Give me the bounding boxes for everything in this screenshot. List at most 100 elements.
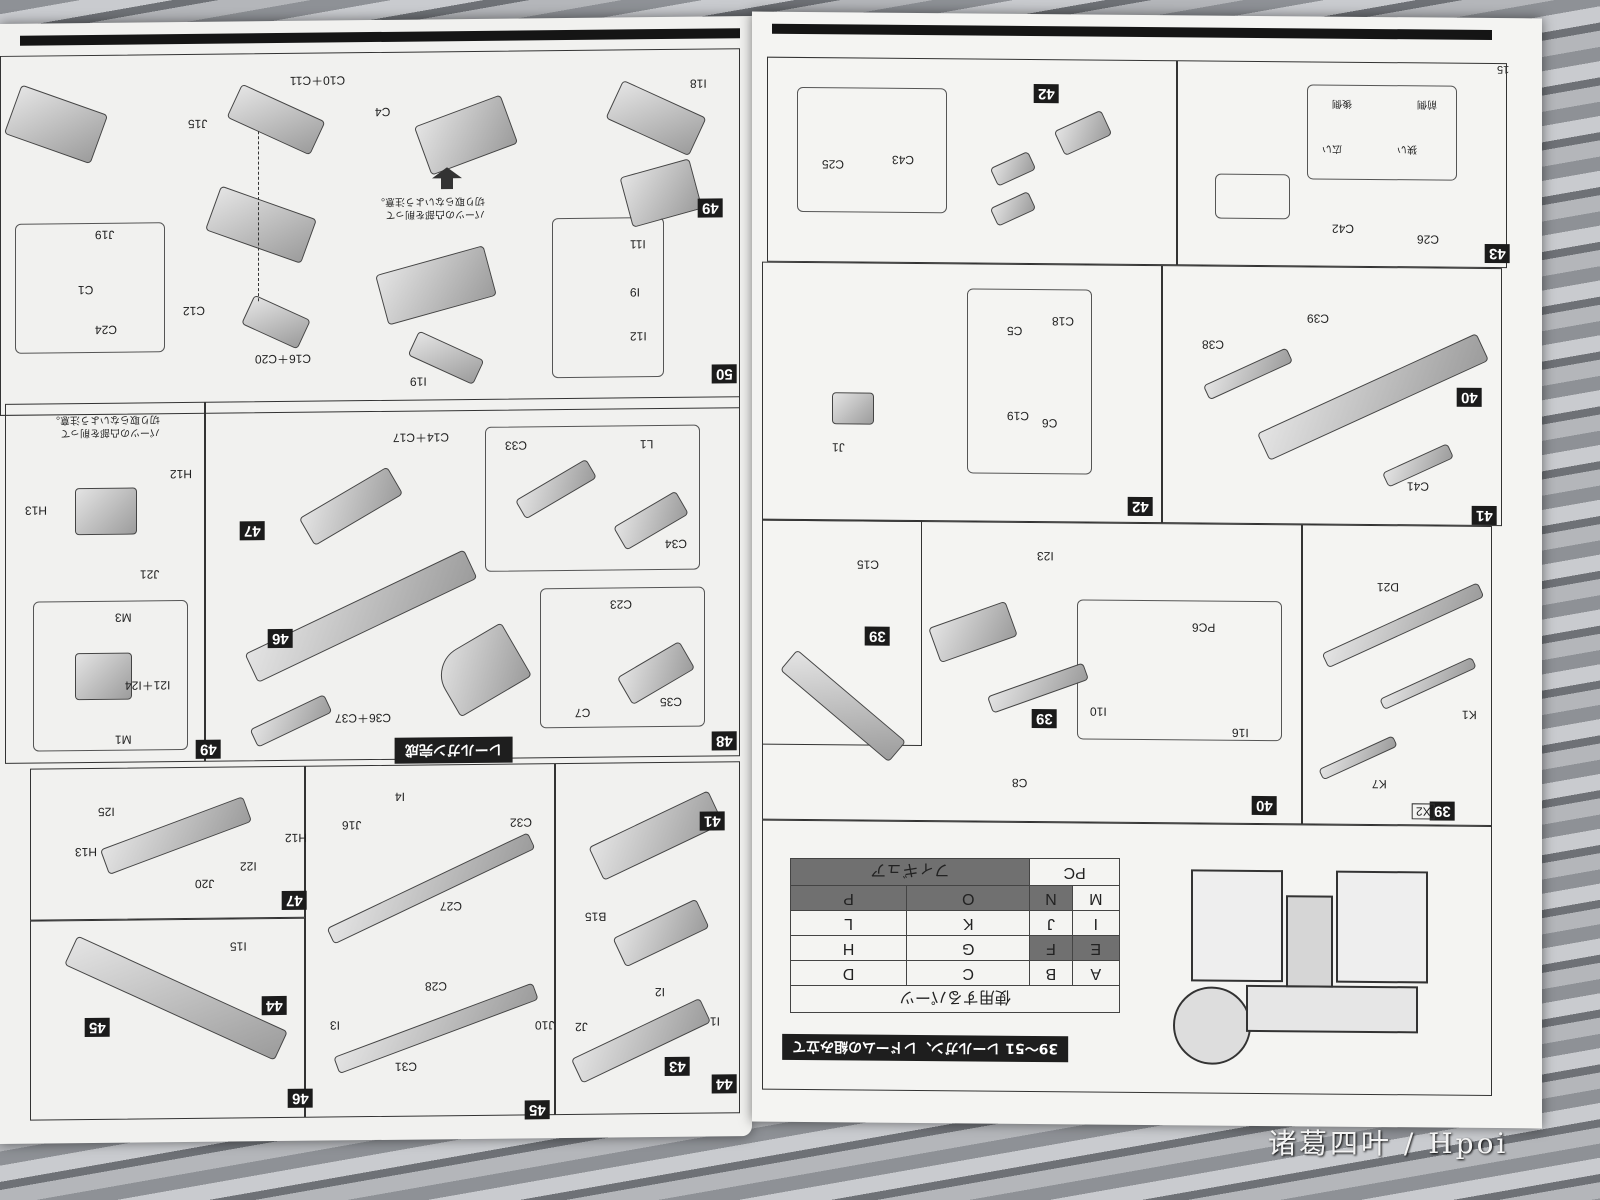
part-label: K7 <box>1372 776 1387 792</box>
parts-cell: H <box>790 935 907 961</box>
step-number: 41 <box>1472 505 1497 526</box>
part-label: C18 <box>1052 314 1075 329</box>
part-label: C1 <box>78 282 94 298</box>
section-title-banner: 39～51 レールガン、レドームの組み立て <box>782 1033 1069 1063</box>
part-label: C42 <box>1332 221 1355 236</box>
part-label: I10 <box>1090 704 1107 719</box>
part-label: L1 <box>640 437 654 452</box>
part-label: I11 <box>630 237 646 252</box>
part-label: J10 <box>535 1018 555 1033</box>
part-label: C10＋C11 <box>290 73 346 88</box>
detail-box <box>1215 173 1290 220</box>
part-label: D21 <box>1377 580 1400 595</box>
part-label: I3 <box>330 1018 341 1033</box>
part-label: I22 <box>240 859 257 874</box>
part-drawing <box>832 392 874 425</box>
parts-cell: フィギュア <box>790 858 1030 886</box>
part-label: C16＋C20 <box>255 351 312 367</box>
parts-cell: D <box>790 960 907 986</box>
parts-cell: A <box>1072 960 1120 986</box>
parts-cell: P <box>790 885 907 911</box>
part-label: H13 <box>25 503 48 518</box>
wide-label: 広い <box>1322 142 1342 154</box>
step-number: 44 <box>262 995 287 1016</box>
part-label: I25 <box>98 804 115 819</box>
part-label: C41 <box>1407 479 1430 494</box>
step-number: 43 <box>1485 243 1510 264</box>
part-label: M3 <box>115 610 132 625</box>
part-label: J15 <box>188 116 208 131</box>
part-label: C33 <box>505 438 528 453</box>
part-label: J2 <box>575 1019 588 1034</box>
parts-cell: B <box>1029 960 1073 986</box>
part-label: C34 <box>665 536 688 551</box>
part-label: PC6 <box>1192 620 1216 635</box>
table-heading: 使用するパーツ <box>790 985 1120 1013</box>
part-label: C24 <box>95 322 118 337</box>
parts-cell: PC <box>1029 858 1120 886</box>
part-label: I16 <box>1232 725 1249 740</box>
detail-box <box>797 86 947 214</box>
parts-cell: C <box>906 960 1030 986</box>
part-label: C12 <box>183 303 206 319</box>
part-label: M1 <box>115 732 132 747</box>
parts-cell: N <box>1029 885 1073 911</box>
step-number: 39 <box>865 626 890 646</box>
left-manual-page: 50 49 パーツの凸部を削って 切り取らないよう注意。 C10＋C11 J15… <box>0 16 752 1144</box>
part-label: C28 <box>425 979 448 994</box>
step-42-panel <box>762 261 1162 524</box>
parts-cell: G <box>906 935 1030 961</box>
step-number: 44 <box>712 1074 737 1094</box>
part-label: H12 <box>285 830 308 845</box>
part-label: I21＋I24 <box>125 678 171 693</box>
parts-cell: K <box>906 910 1030 936</box>
part-label: C26 <box>1417 232 1440 247</box>
parts-cell: I <box>1072 910 1120 936</box>
page-header-bar <box>772 23 1492 41</box>
assembly-guide-line <box>258 131 259 302</box>
part-label: B15 <box>585 909 607 924</box>
part-label: C43 <box>892 152 915 167</box>
part-label: C4 <box>375 104 391 120</box>
part-label: C38 <box>1202 337 1225 352</box>
step-number: 50 <box>712 364 737 384</box>
step-number: 48 <box>712 731 737 751</box>
step-number: 47 <box>282 890 307 910</box>
parts-cell: E <box>1072 935 1120 961</box>
part-label: H12 <box>170 466 193 482</box>
part-label: C7 <box>575 705 591 720</box>
part-label: J1 <box>832 440 845 455</box>
part-label: I23 <box>1037 549 1054 564</box>
part-label: C36＋C37 <box>335 710 392 726</box>
step-number: 43 <box>665 1056 690 1076</box>
front-label: 前側 <box>1417 98 1437 110</box>
detail-box <box>1077 599 1282 742</box>
part-label: I2 <box>655 984 666 1000</box>
parts-cell: O <box>906 885 1030 911</box>
railgun-complete-banner: レールガン完成 <box>395 736 513 764</box>
caution-note: パーツの凸部を削って 切り取らないよう注意。 <box>375 194 485 220</box>
step-number: 40 <box>1252 795 1277 816</box>
part-label: C39 <box>1307 311 1330 326</box>
detail-box <box>552 216 664 379</box>
multiplier-badge: X2 <box>1412 803 1435 820</box>
watermark: 诸葛四叶 / Hpoi <box>1268 1127 1509 1160</box>
narrow-label: 狭い <box>1397 143 1417 155</box>
step-number: 47 <box>240 521 265 541</box>
parts-cell: L <box>790 910 907 936</box>
parts-cell: F <box>1029 935 1073 961</box>
step-number: 46 <box>268 628 293 649</box>
part-label: C32 <box>510 815 533 830</box>
part-label: J16 <box>342 818 362 833</box>
parts-cell: J <box>1029 910 1073 936</box>
part-label: I18 <box>690 76 707 91</box>
part-label: C31 <box>395 1059 418 1074</box>
part-label: C23 <box>610 597 633 612</box>
part-label: C6 <box>1042 416 1058 431</box>
part-label: I4 <box>395 789 406 804</box>
part-label: I19 <box>410 374 427 389</box>
caution-note: パーツの凸部を削って 切り取らないよう注意。 <box>50 413 160 439</box>
page-header-bar <box>20 28 740 46</box>
part-drawing <box>75 652 132 701</box>
